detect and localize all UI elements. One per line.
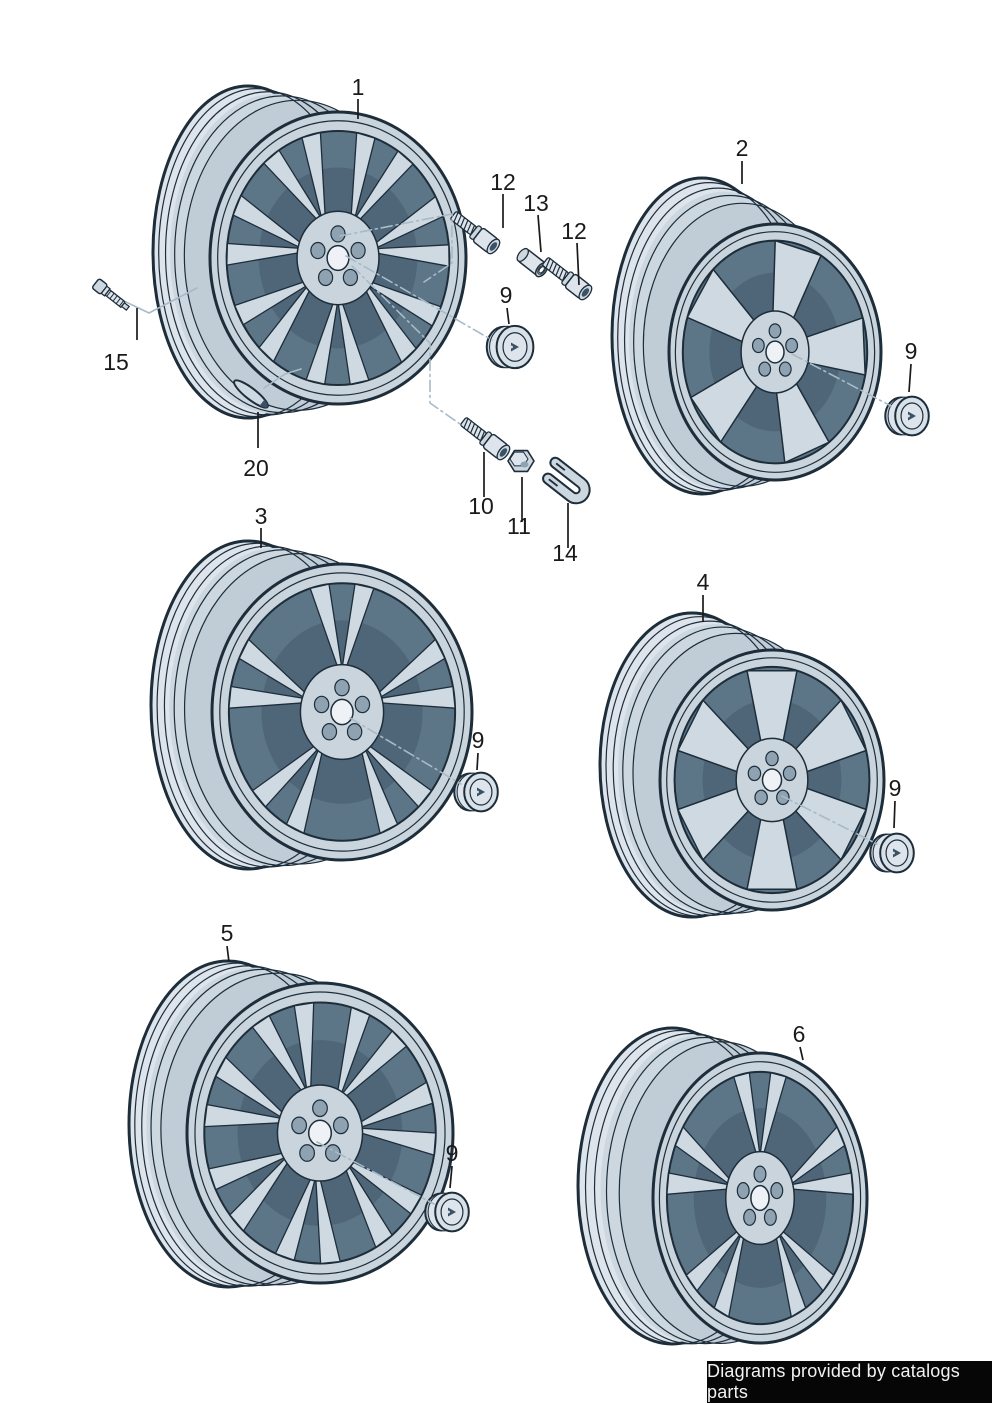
footer-bar: Diagrams provided by catalogs parts [707,1361,992,1403]
callout-label-9-7: 9 [905,338,918,364]
leader-hub1-bolt12a [339,213,453,283]
wheel-6 [576,1026,869,1346]
callout-label-15-17: 15 [103,349,129,375]
callout-label-6-5: 6 [793,1021,806,1047]
callout-label-11-12: 11 [507,513,531,539]
wheel-3 [149,539,474,871]
leader-hub5-cap9e [316,1141,435,1205]
callout-line-6-5 [799,1046,804,1061]
callout-label-12-13: 12 [490,169,516,195]
cap-clip-14 [542,456,591,505]
wheel-2 [610,176,883,496]
callout-line-9-6 [506,307,510,325]
callout-line-13-15 [537,214,542,253]
callout-label-9-9: 9 [889,775,902,801]
callout-line-5-4 [226,945,230,963]
center-cap-9a [485,324,535,370]
callout-line-9-10 [449,1165,453,1189]
callout-label-4-3: 4 [697,569,710,595]
wheel-bolt-12b [542,257,593,301]
center-cap-9b [884,395,930,437]
callout-label-14-16: 14 [552,540,578,566]
callout-line-9-8 [476,752,479,771]
callout-label-5-4: 5 [221,920,234,946]
callout-label-2-1: 2 [736,135,749,161]
callout-label-9-6: 9 [500,282,513,308]
tyre-valve-15 [92,278,131,311]
wheel-bolt-12a [450,211,501,255]
wheel-bolt-10 [460,417,511,461]
footer-text: Diagrams provided by catalogs parts [707,1361,960,1402]
callout-label-12-14: 12 [561,218,587,244]
callout-line-12-14 [576,242,580,286]
leader-hub2-cap9b [791,353,892,407]
callout-line-9-9 [893,800,896,829]
center-cap-9d [869,832,915,874]
wheel-1 [151,84,468,420]
leader-hub1-cap9a [345,255,493,341]
center-cap-9e [424,1191,470,1233]
leader-hub3-cap9c [349,717,462,785]
center-cap-9c [453,771,499,813]
callout-label-1-0: 1 [352,74,365,100]
callout-label-10-11: 10 [468,493,494,519]
callout-line-9-7 [908,363,912,393]
wheel-4 [598,611,886,919]
wheel-5 [127,959,455,1289]
callout-label-9-10: 9 [446,1140,459,1166]
callout-label-9-8: 9 [472,727,485,753]
callout-label-20-18: 20 [243,455,269,481]
leader-weight20-rim [263,368,302,389]
balance-weight-20 [233,379,269,409]
leader-valve15-rim [125,287,198,314]
callout-label-3-2: 3 [255,503,268,529]
cap-nut-11 [507,449,535,473]
callout-label-13-15: 13 [523,190,549,216]
leader-hub4-cap9d [781,795,878,845]
